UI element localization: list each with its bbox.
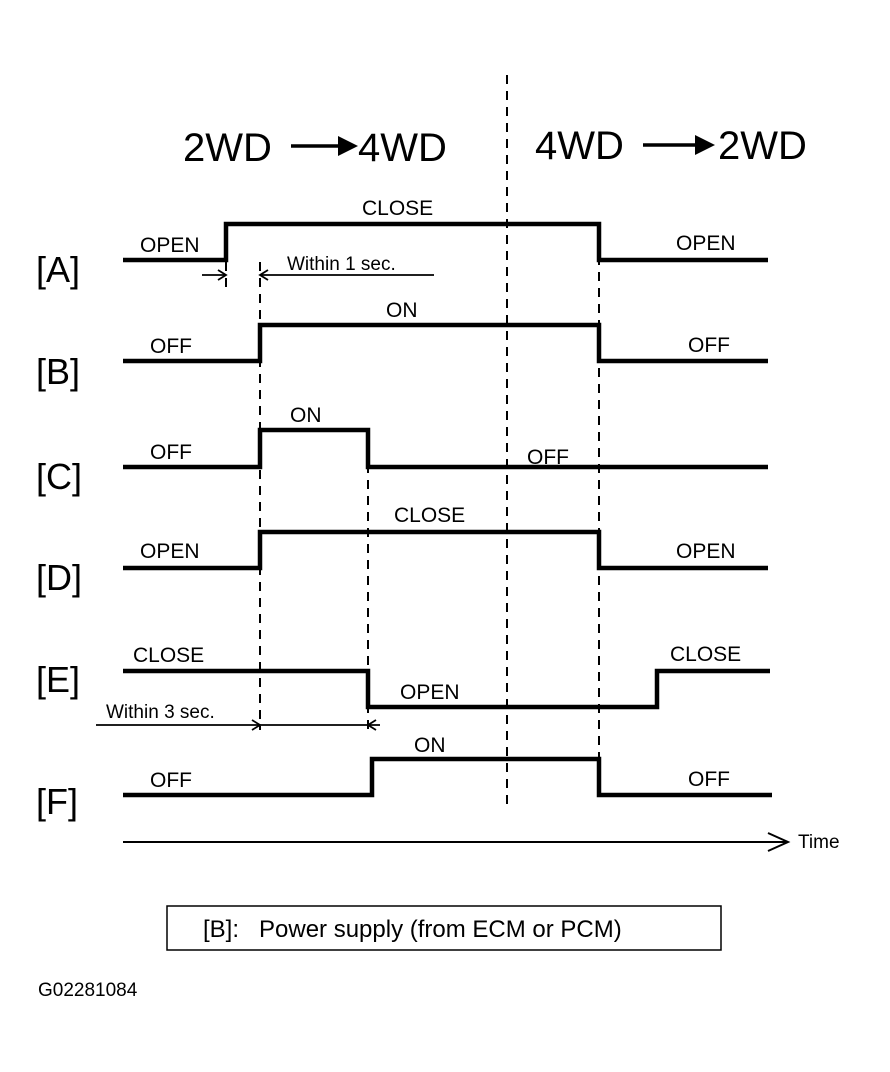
phase-left-arrow-head xyxy=(338,136,358,156)
signal-waveform-b xyxy=(123,322,768,364)
row-label-e: [E] xyxy=(36,659,80,700)
row-label-b: [B] xyxy=(36,351,80,392)
row-c-state-3: OFF xyxy=(527,446,569,469)
within-1-sec-annotation: Within 1 sec. xyxy=(202,254,434,281)
time-axis-label: Time xyxy=(798,832,840,853)
row-f-state-3: OFF xyxy=(688,768,730,791)
phase-right-arrow-head xyxy=(695,135,715,155)
phase-header-2wd-to-4wd: 2WD 4WD xyxy=(183,126,447,170)
figure-code: G02281084 xyxy=(38,980,138,1001)
row-a-state-1: OPEN xyxy=(140,234,200,257)
row-label-c: [C] xyxy=(36,456,82,497)
phase-left-to: 4WD xyxy=(358,126,447,170)
row-label-d: [D] xyxy=(36,557,82,598)
within-1-sec-label: Within 1 sec. xyxy=(287,254,396,275)
row-d-state-1: OPEN xyxy=(140,540,200,563)
within-3-sec-label: Within 3 sec. xyxy=(106,702,215,723)
row-b-state-3: OFF xyxy=(688,334,730,357)
row-d-state-2: CLOSE xyxy=(394,504,465,527)
within-1-left-arrow-head xyxy=(217,269,228,281)
row-b-state-2: ON xyxy=(386,299,418,322)
row-c-state-2: ON xyxy=(290,404,322,427)
within-3-right-arrow-head xyxy=(366,719,377,731)
row-label-f: [F] xyxy=(36,781,78,822)
signal-waveform-d xyxy=(123,529,768,571)
signal-waveform-a xyxy=(123,221,768,263)
legend-text: [B]: Power supply (from ECM or PCM) xyxy=(203,916,622,943)
row-a-state-2: CLOSE xyxy=(362,197,433,220)
row-f-state-2: ON xyxy=(414,734,446,757)
row-e-state-2: OPEN xyxy=(400,681,460,704)
row-a-state-3: OPEN xyxy=(676,232,736,255)
row-b-state-1: OFF xyxy=(150,335,192,358)
row-c-state-1: OFF xyxy=(150,441,192,464)
legend-border xyxy=(166,905,722,951)
within-1-right-arrow-head xyxy=(258,269,269,281)
signal-waveform-c xyxy=(123,427,768,470)
row-d-state-3: OPEN xyxy=(676,540,736,563)
row-e-state-1: CLOSE xyxy=(133,644,204,667)
phase-left-from: 2WD xyxy=(183,126,272,170)
row-f-state-1: OFF xyxy=(150,769,192,792)
signal-waveform-e xyxy=(123,668,770,710)
row-label-a: [A] xyxy=(36,249,80,290)
time-axis: Time xyxy=(123,832,840,853)
row-e-state-3: CLOSE xyxy=(670,643,741,666)
phase-right-to: 2WD xyxy=(718,124,807,168)
signal-waveform-f xyxy=(123,756,772,798)
time-axis-arrow-head xyxy=(767,832,791,852)
within-3-sec-annotation: Within 3 sec. xyxy=(96,702,380,731)
phase-right-from: 4WD xyxy=(535,124,624,168)
legend-box: [B]: Power supply (from ECM or PCM) xyxy=(166,905,722,951)
phase-header-4wd-to-2wd: 4WD 2WD xyxy=(535,124,807,168)
